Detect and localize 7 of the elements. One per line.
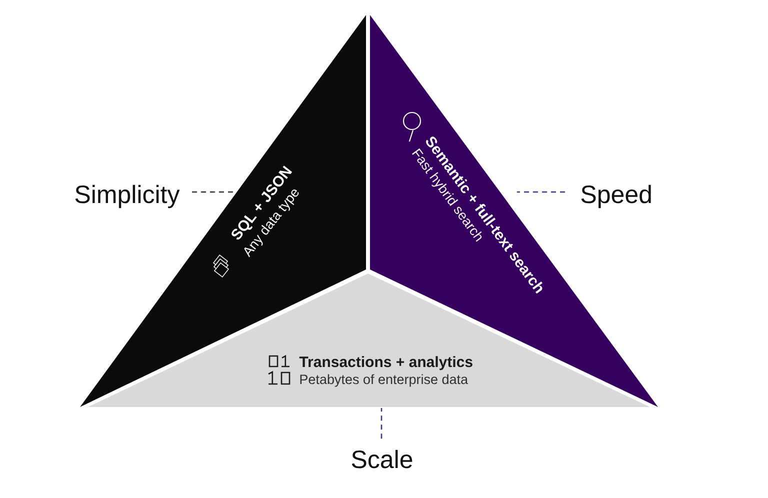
segment-title: Transactions + analytics — [299, 356, 472, 370]
leader-line — [380, 408, 382, 439]
property-label: Simplicity — [75, 184, 180, 208]
property-label: Scale — [352, 450, 412, 468]
segment-subtitle: Petabytes of enterprise data — [300, 374, 468, 387]
property-label: Speed — [581, 184, 651, 208]
leader-line — [517, 191, 565, 193]
